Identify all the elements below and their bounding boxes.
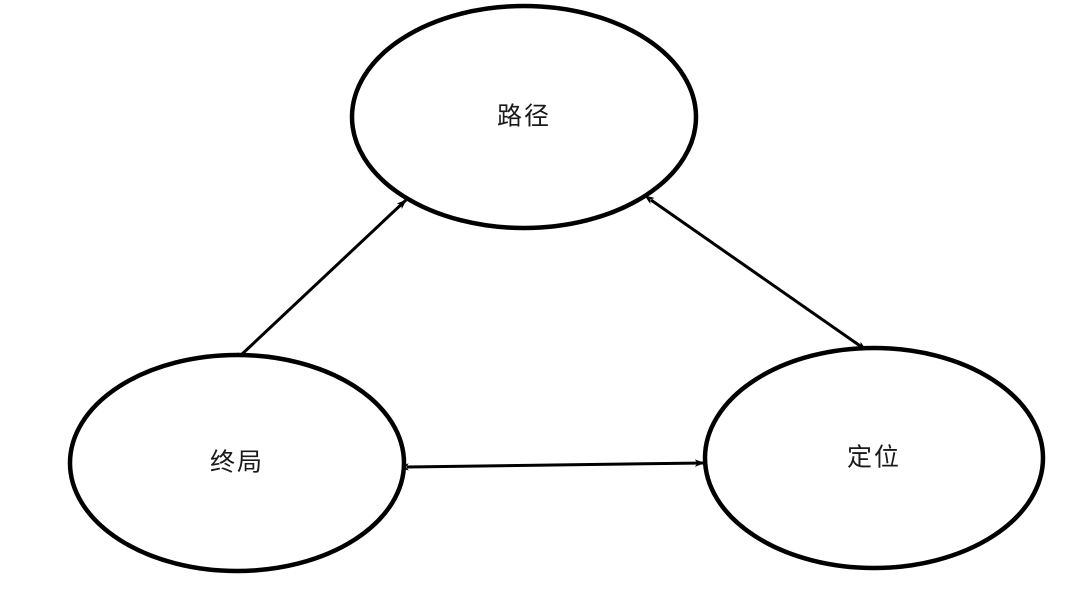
node-endgame-ellipse — [67, 352, 407, 574]
edge-endgame-positioning — [398, 459, 705, 471]
edge-group — [234, 195, 867, 471]
node-path-ellipse — [349, 3, 699, 231]
node-group: 路径 终局 定位 — [67, 3, 1046, 574]
node-path-label: 路径 — [497, 103, 551, 131]
node-positioning[interactable]: 定位 — [702, 345, 1046, 571]
node-path[interactable]: 路径 — [349, 3, 699, 231]
node-positioning-ellipse — [702, 345, 1046, 571]
node-positioning-label: 定位 — [847, 444, 901, 472]
edge-path-positioning — [644, 195, 867, 352]
edge-endgame-path — [234, 198, 408, 362]
node-endgame[interactable]: 终局 — [67, 352, 407, 574]
node-endgame-label: 终局 — [210, 449, 264, 477]
